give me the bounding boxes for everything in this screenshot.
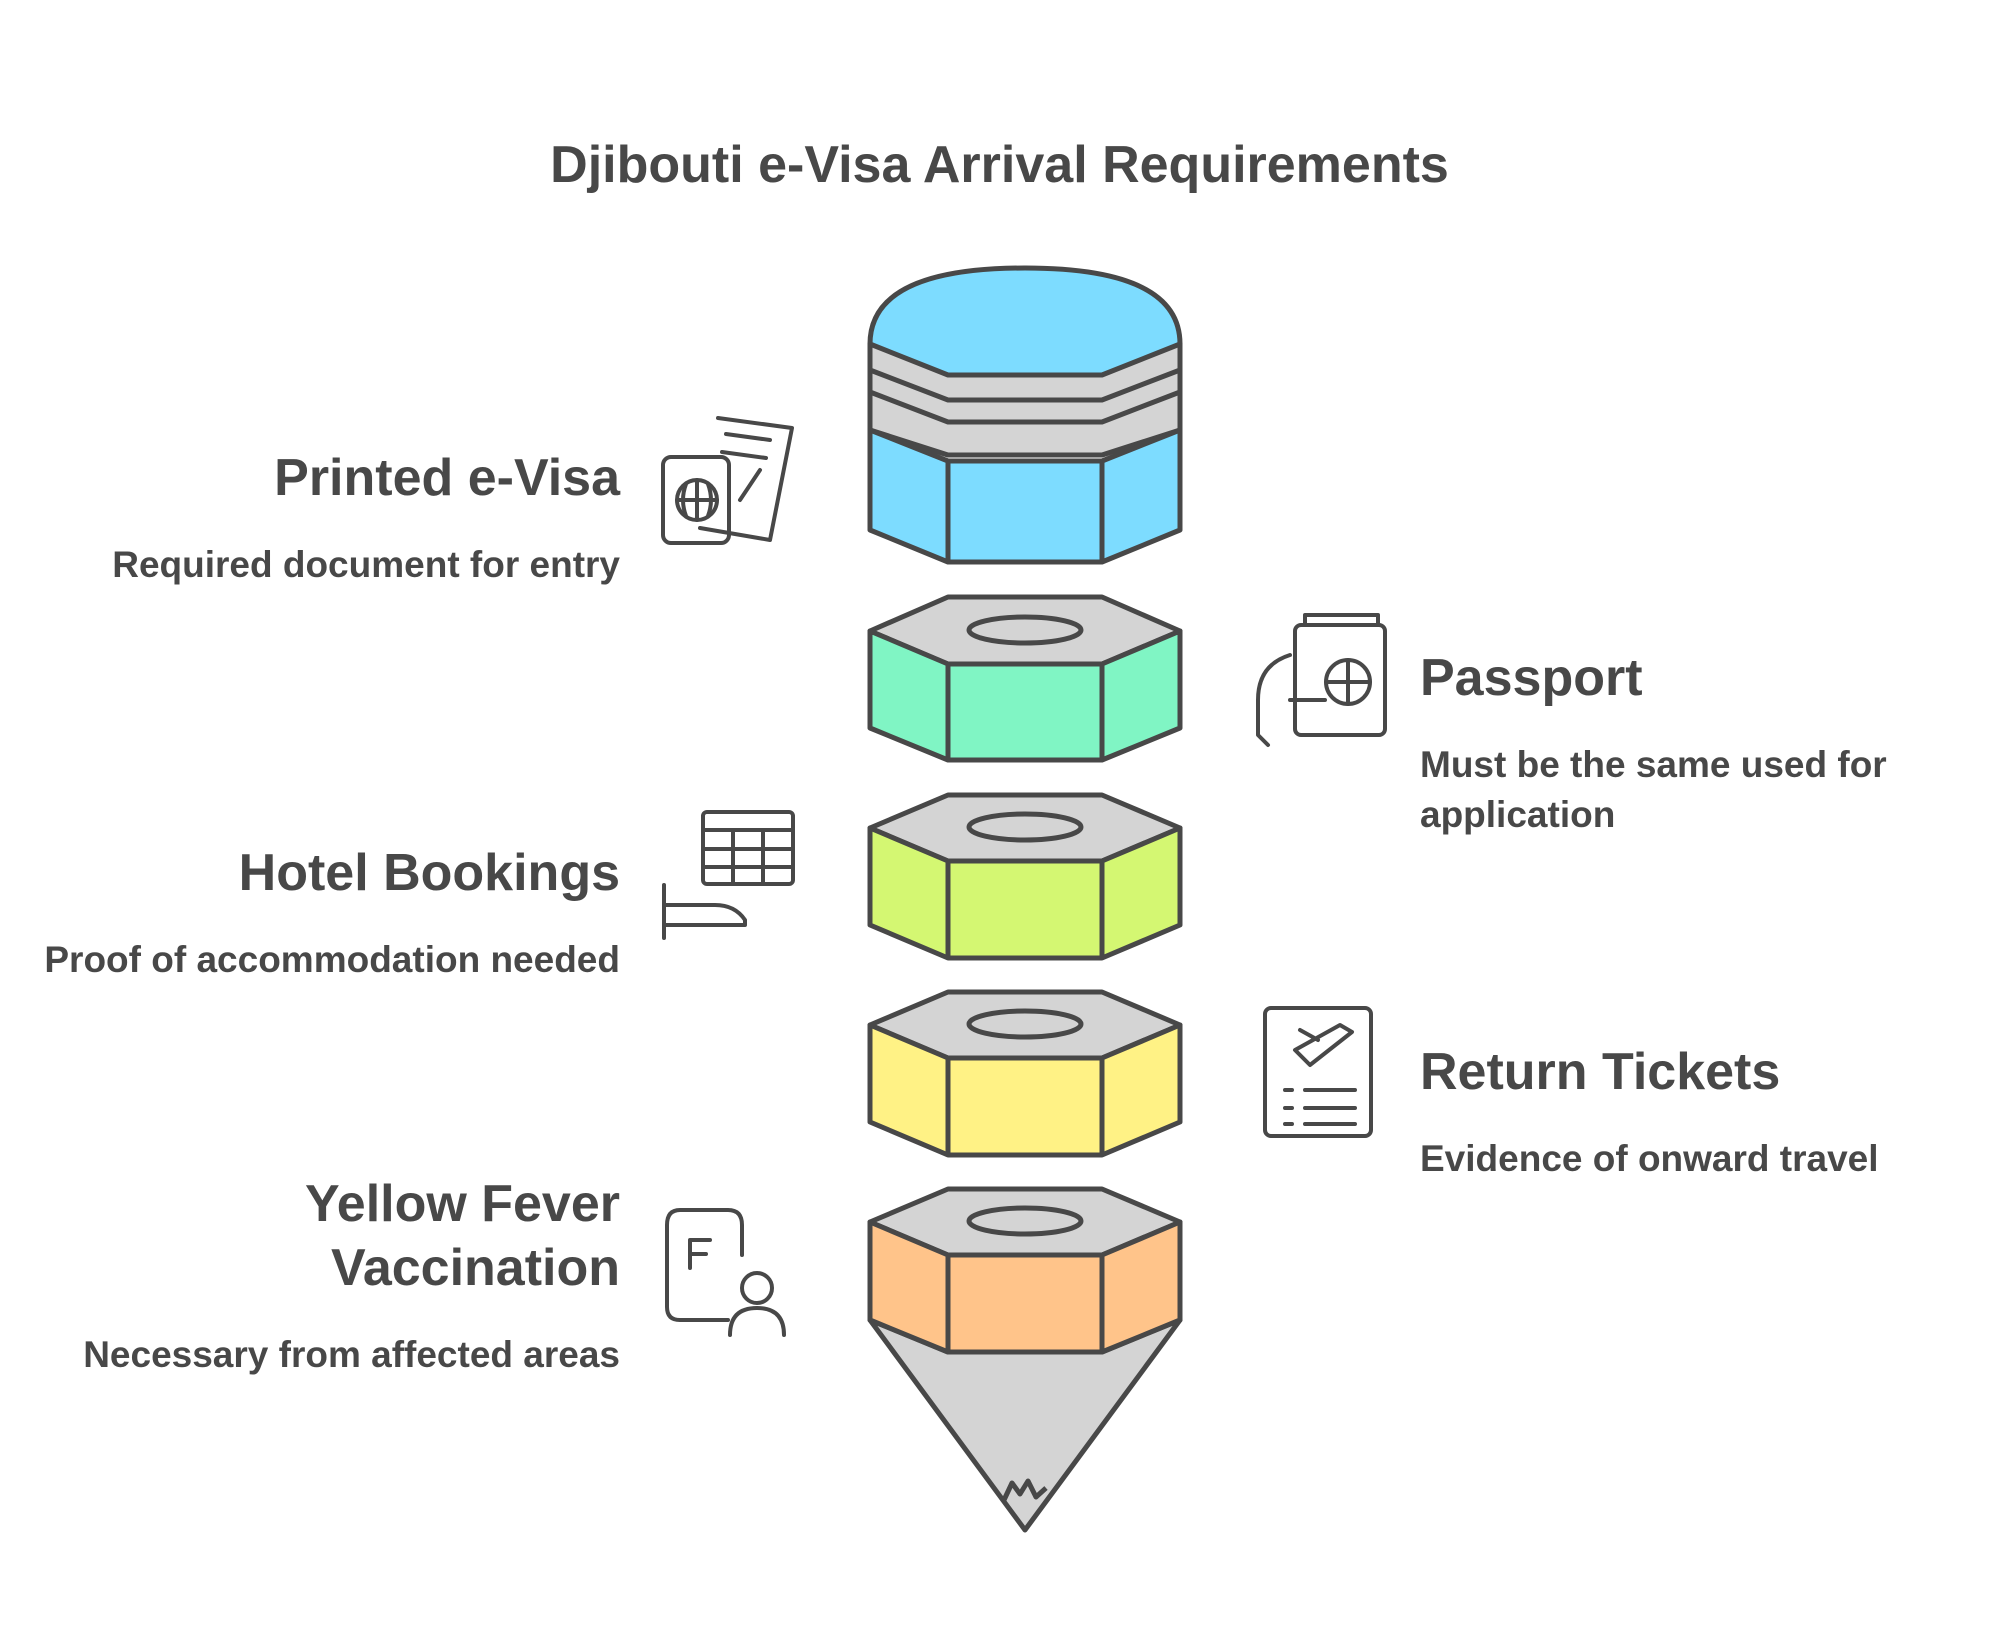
flight-document-icon — [1263, 1006, 1373, 1138]
item-description: Must be the same used for application — [1420, 744, 1887, 835]
vaccination-record-icon — [665, 1208, 786, 1337]
passport-ticket-icon — [661, 416, 794, 545]
item-heading: Return Tickets — [1420, 1043, 1781, 1101]
item-description: Required document for entry — [112, 544, 620, 585]
pencil-segment-return — [867, 989, 1183, 1158]
hand-passport-icon — [1256, 613, 1387, 747]
item-printed-evisa: Printed e-Visa Required document for ent… — [40, 446, 620, 590]
item-yellow-fever: Yellow Fever Vaccination Necessary from … — [40, 1172, 620, 1380]
item-heading: Yellow Fever Vaccination — [304, 1175, 620, 1297]
item-description: Evidence of onward travel — [1420, 1138, 1879, 1179]
pencil-segment-hotel — [867, 792, 1183, 961]
diagram-title: Djibouti e-Visa Arrival Requirements — [550, 136, 1449, 194]
pencil-segment-vaccination — [867, 1186, 1183, 1533]
pencil-eraser-segment — [867, 265, 1183, 565]
pencil-segment-passport — [867, 594, 1183, 763]
item-description: Proof of accommodation needed — [44, 939, 620, 980]
item-return-tickets: Return Tickets Evidence of onward travel — [1420, 1040, 1980, 1184]
item-heading: Hotel Bookings — [238, 844, 620, 902]
item-passport: Passport Must be the same used for appli… — [1420, 646, 1980, 840]
item-description: Necessary from affected areas — [83, 1334, 620, 1375]
item-heading: Printed e-Visa — [274, 449, 620, 507]
item-hotel-bookings: Hotel Bookings Proof of accommodation ne… — [40, 841, 620, 985]
hand-calendar-icon — [662, 810, 795, 940]
item-heading: Passport — [1420, 649, 1643, 707]
